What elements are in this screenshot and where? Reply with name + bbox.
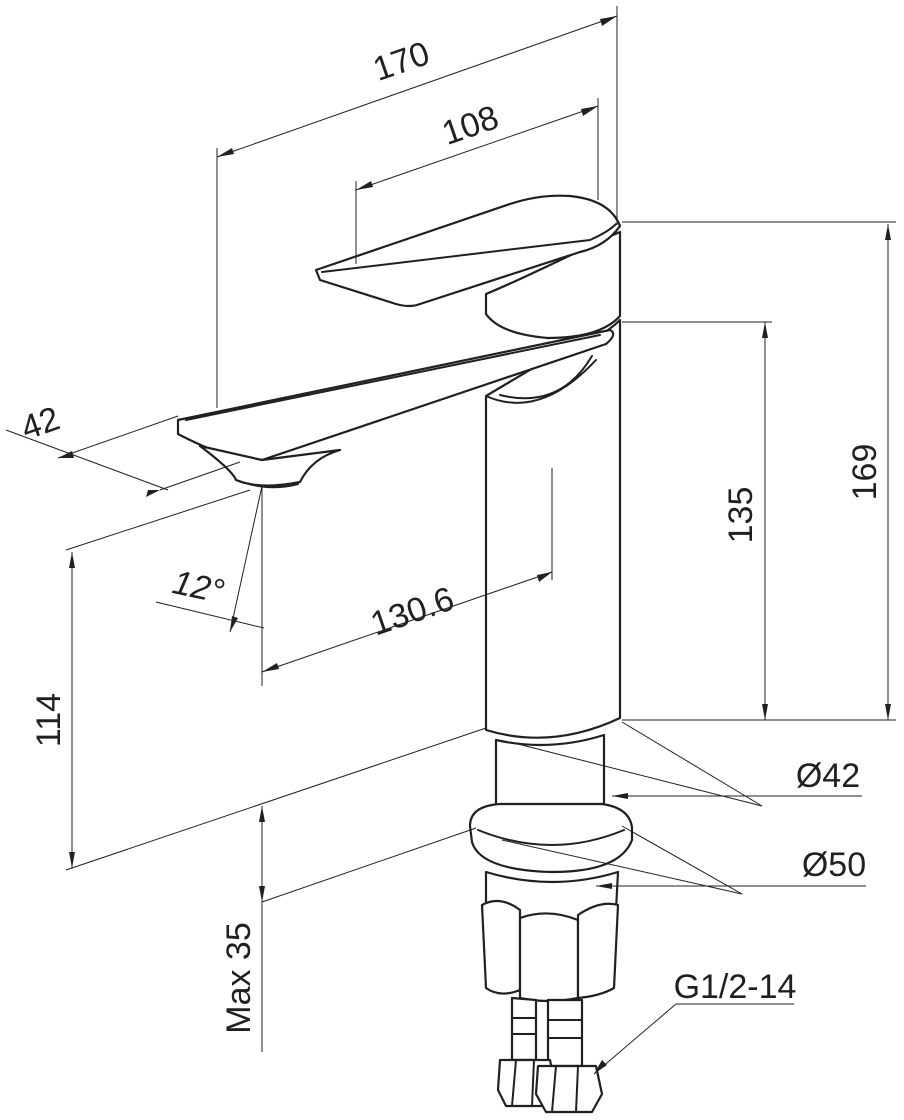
flange-top-ring xyxy=(477,829,625,846)
dim-12-angle xyxy=(229,485,263,633)
arrow-dia50 xyxy=(596,883,612,889)
arrow-135-bottom xyxy=(762,704,768,720)
label-max35: Max 35 xyxy=(220,922,258,1034)
arrow-114-bottom xyxy=(69,852,75,868)
arrow-42-b xyxy=(146,490,160,497)
arrow-dia42 xyxy=(612,793,628,799)
dia42-leader-a xyxy=(509,741,763,807)
nut-ribs xyxy=(480,899,522,995)
spout-underside xyxy=(198,444,342,487)
dim-42-ext-bottom xyxy=(159,461,241,491)
lever-handle xyxy=(314,194,622,308)
mounting-flange xyxy=(468,802,634,874)
column-front-edge xyxy=(485,359,597,404)
label-170: 170 xyxy=(368,34,434,88)
label-thread: G1/2-14 xyxy=(674,968,797,1006)
hex-nut-right xyxy=(534,1064,604,1114)
arrow-thread xyxy=(594,1060,607,1074)
dimension-arrows xyxy=(58,16,891,1074)
label-108: 108 xyxy=(437,98,503,152)
arrow-max35-bottom xyxy=(259,886,265,902)
nut-ribs-right xyxy=(576,902,620,1000)
label-114: 114 xyxy=(30,693,68,747)
faucet-outline xyxy=(176,194,634,1114)
spout-aerator xyxy=(235,479,299,489)
arrow-169-top xyxy=(885,224,891,240)
spout-top-edge xyxy=(185,334,601,421)
hex-nut-facets xyxy=(511,1059,579,1113)
arrow-130-right xyxy=(537,572,552,582)
column-inner-curve xyxy=(499,355,593,400)
arrow-42-a xyxy=(58,451,74,458)
label-130-6: 130.6 xyxy=(366,580,459,644)
dim-114-ext-bottom xyxy=(65,727,487,871)
dim-12-ref xyxy=(155,601,265,629)
arrow-135-top xyxy=(762,322,768,338)
dim-108-line xyxy=(355,105,599,191)
arrow-170-right xyxy=(600,16,617,26)
dim-130-line xyxy=(261,571,553,673)
label-42: 42 xyxy=(16,399,64,447)
dim-42-ext-top xyxy=(57,415,179,459)
lever-top-face xyxy=(321,223,617,273)
arrow-130-left xyxy=(262,663,279,672)
label-dia42: Ø42 xyxy=(796,757,860,795)
label-169: 169 xyxy=(846,444,884,501)
dia50-leader-b xyxy=(621,825,743,895)
label-dia50: Ø50 xyxy=(802,846,866,884)
supply-hose-right xyxy=(546,998,584,1068)
dia42-leader-b xyxy=(621,721,763,807)
arrow-max35-top xyxy=(259,806,265,822)
dimension-labels: 170 108 42 169 135 114 Max 35 130.6 12° … xyxy=(16,34,884,1033)
supply-hose-left xyxy=(510,996,538,1062)
arrow-170-left xyxy=(217,148,234,157)
dim-170-line xyxy=(216,15,618,158)
thread-leader xyxy=(593,1003,677,1075)
dia50-leader-a xyxy=(501,839,743,895)
arrow-108-right xyxy=(581,106,598,116)
dim-max35-ext xyxy=(261,827,477,903)
nut-ribs-center xyxy=(518,912,580,1003)
faucet-column xyxy=(484,318,622,739)
arrow-12 xyxy=(230,616,238,632)
label-135: 135 xyxy=(722,487,760,544)
dim-114-ext-top xyxy=(65,489,251,551)
cartridge-cap xyxy=(484,230,622,340)
arrow-169-bottom xyxy=(885,704,891,720)
arrow-108-left xyxy=(356,181,373,190)
dim-42-line xyxy=(5,429,169,491)
hose-ridges xyxy=(511,1017,583,1039)
label-12-deg: 12° xyxy=(169,563,227,611)
dimension-lines xyxy=(5,6,896,1075)
arrow-114-top xyxy=(69,552,75,568)
